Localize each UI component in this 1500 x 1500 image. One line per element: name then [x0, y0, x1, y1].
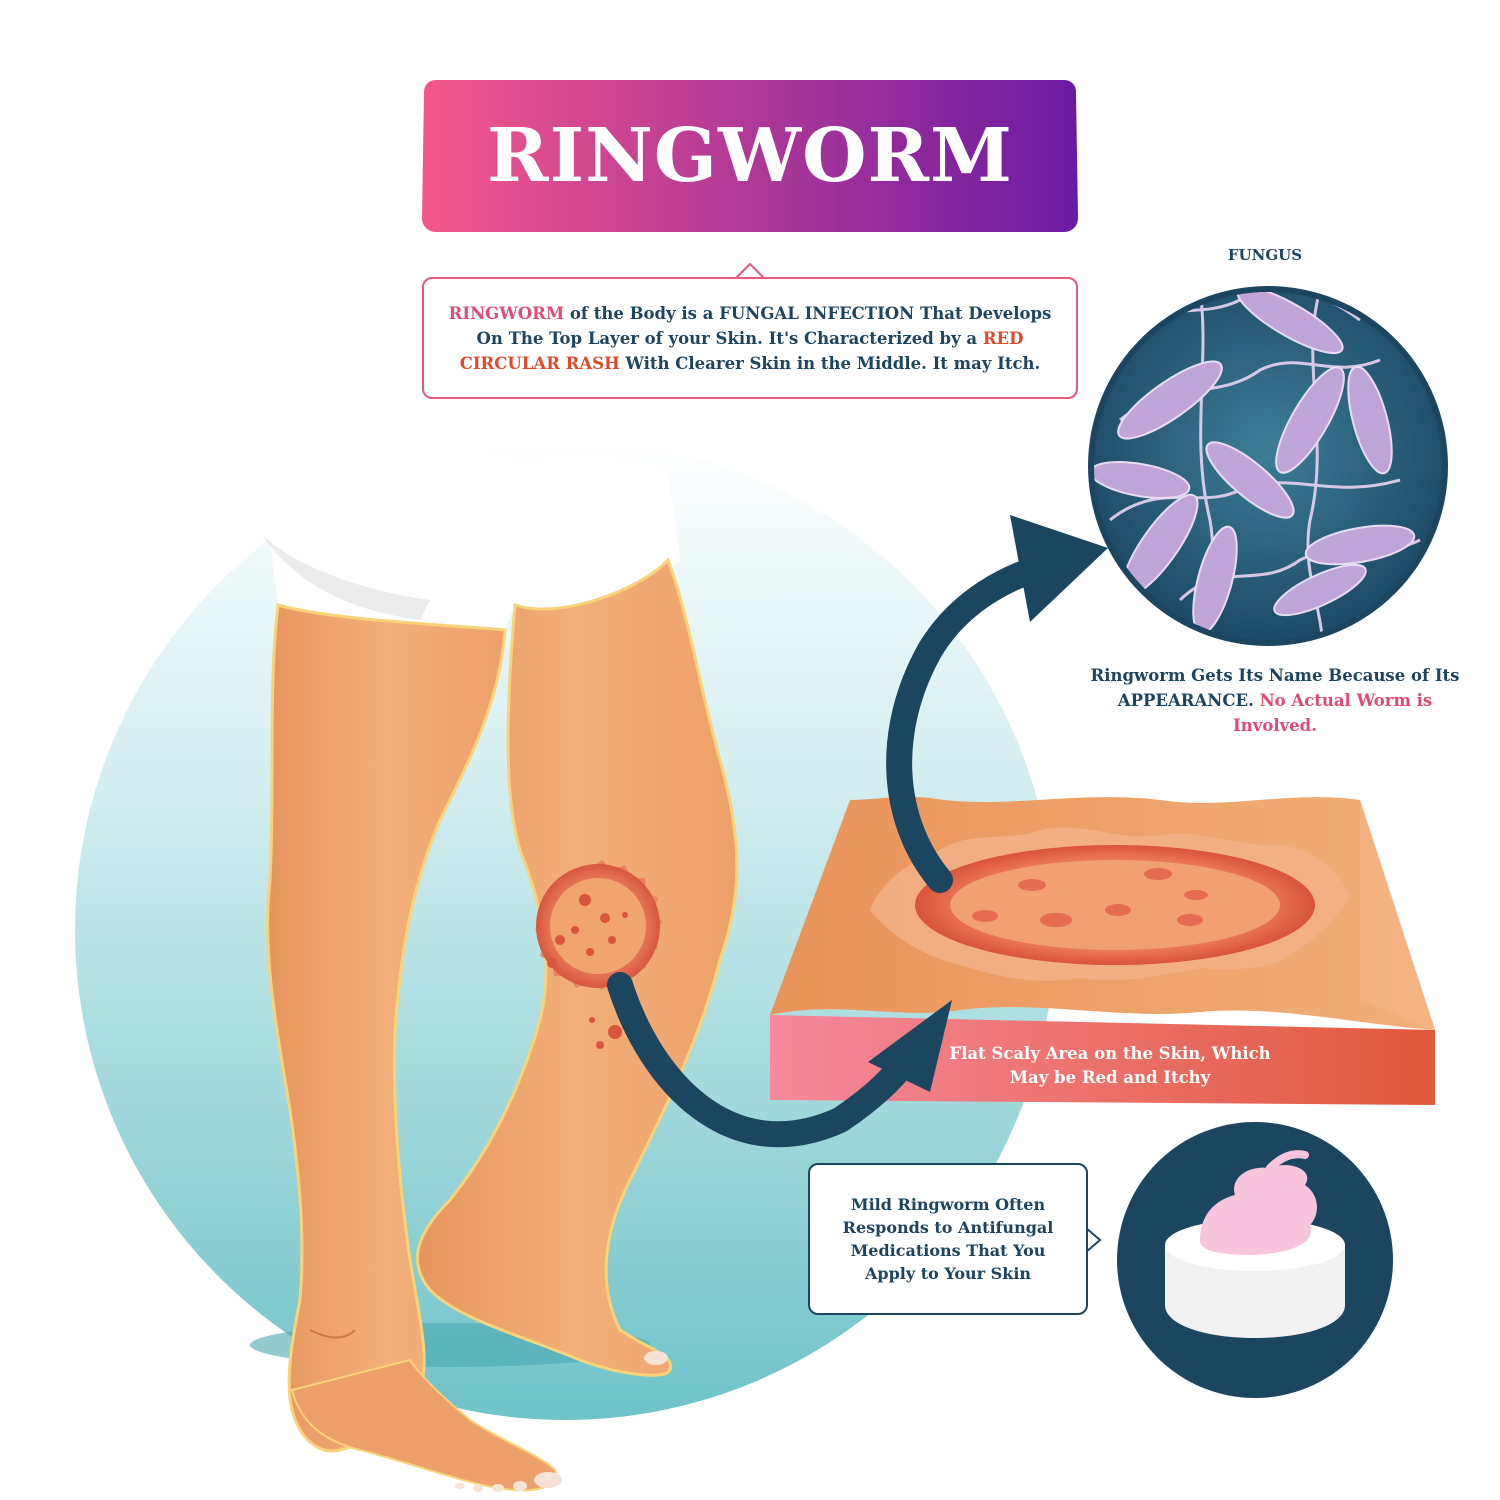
desc-part4: With Clearer Skin in the Middle. It may …: [619, 353, 1041, 373]
name-note-highlight: No Actual Worm is Involved.: [1233, 691, 1433, 735]
desc-part2: of the Body is a FUNGAL INFECTION That D…: [476, 303, 1052, 348]
title-banner-shape: [422, 80, 1078, 232]
desc-highlight-rash: RED CIRCULAR RASH: [459, 328, 1024, 373]
treatment-box: Mild Ringworm Often Responds to Antifung…: [808, 1163, 1088, 1315]
knee-rash: [535, 860, 662, 1049]
arrow-to-fungus: [886, 515, 1108, 893]
page-title: RINGWORM: [487, 113, 1013, 199]
treat-pointer: [1085, 1227, 1102, 1253]
treatment-text: Mild Ringworm Often Responds to Antifung…: [842, 1195, 1054, 1283]
antifungal-cream: [1117, 1122, 1393, 1398]
toenails: [455, 1351, 668, 1492]
arrow-to-skin: [607, 972, 952, 1148]
description-box: RINGWORM of the Body is a FUNGAL INFECTI…: [422, 277, 1078, 399]
title-banner: RINGWORM: [422, 80, 1078, 232]
skin-rash: [870, 827, 1350, 981]
shorts: [258, 437, 680, 630]
desc-highlight-ringworm: RINGWORM: [448, 303, 565, 323]
fungus-microscope-view: [1088, 286, 1448, 646]
name-note-part1: Ringworm Gets Its Name Because of Its AP…: [1090, 666, 1460, 710]
name-note: Ringworm Gets Its Name Because of Its AP…: [1090, 663, 1460, 738]
desc-pointer: [734, 262, 766, 280]
left-foot: [290, 1358, 557, 1492]
fungus-label: FUNGUS: [1227, 246, 1303, 264]
description-text: RINGWORM of the Body is a FUNGAL INFECTI…: [445, 301, 1055, 376]
skin-label: Flat Scaly Area on the Skin, Which May b…: [949, 1044, 1271, 1087]
